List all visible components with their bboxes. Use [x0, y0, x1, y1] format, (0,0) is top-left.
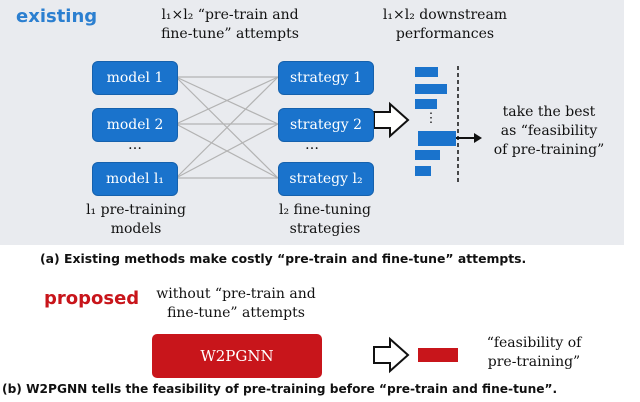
existing-tag: existing: [16, 6, 98, 27]
hollow-arrow-existing-icon: [373, 101, 410, 139]
feasibility-label: “feasibility of pre-training”: [486, 335, 582, 370]
best-arrow-icon: [474, 133, 482, 143]
feasibility-bar: [418, 348, 458, 362]
strategy-2-box: strategy 2: [278, 108, 374, 142]
attempts-label: l₁×l₂ “pre-train and fine-tune” attempts: [161, 7, 299, 42]
model-l1-box: model l₁: [92, 162, 178, 196]
downstream-performances-label: l₁×l₂ downstream performances: [382, 7, 508, 42]
models-caption: l₁ pre-training models: [86, 202, 186, 237]
model-2-box: model 2: [92, 108, 178, 142]
take-best-label: take the best as “feasibility of pre-tra…: [493, 104, 605, 158]
w2pgnn-box: W2PGNN: [152, 334, 322, 378]
performance-bars: [415, 67, 456, 176]
without-attempts-label: without “pre-train and fine-tune” attemp…: [156, 286, 316, 321]
caption-b: (b) W2PGNN tells the feasibility of pre-…: [2, 382, 558, 396]
strategy-l2-box: strategy l₂: [278, 162, 374, 196]
models-ellipsis: …: [128, 137, 142, 153]
caption-a: (a) Existing methods make costly “pre-tr…: [40, 251, 527, 266]
bars-vertical-dots: ⋮: [424, 111, 438, 126]
strategy-1-box: strategy 1: [278, 61, 374, 95]
hollow-arrow-proposed-icon: [373, 336, 410, 374]
proposed-tag: proposed: [44, 288, 140, 309]
strategies-ellipsis: …: [305, 137, 319, 153]
strategies-caption: l₂ fine-tuning strategies: [278, 202, 372, 237]
model-1-box: model 1: [92, 61, 178, 95]
